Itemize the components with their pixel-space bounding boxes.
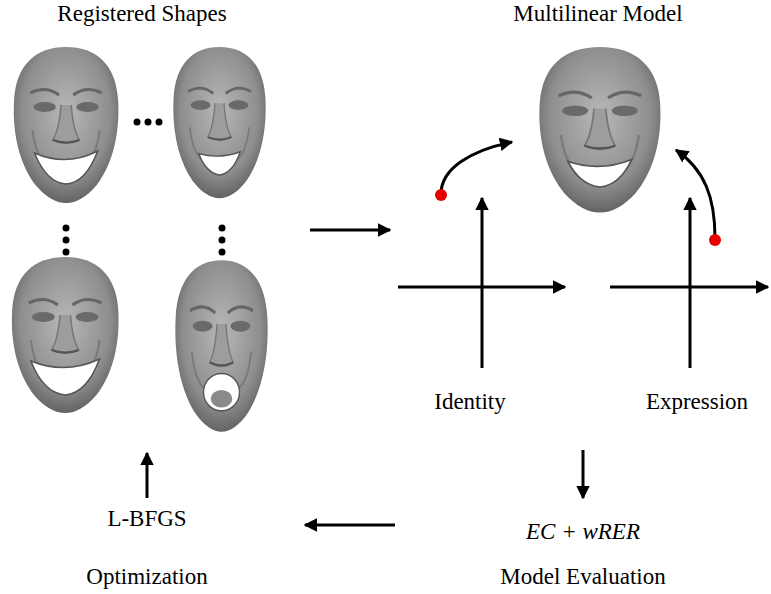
diagram-node: Registered Shapes xyxy=(0,0,300,448)
axis-label: Expression xyxy=(646,388,748,416)
node-text: Optimization xyxy=(86,563,207,591)
diagram-node: EC + wRER Model Evaluation xyxy=(400,500,771,594)
face-mesh xyxy=(175,260,267,432)
node-heading: EC + wRER xyxy=(526,518,640,546)
node-heading: Multilinear Model xyxy=(513,0,682,28)
flow-arrow xyxy=(146,453,149,498)
axis-label: Identity xyxy=(434,388,506,416)
node-heading: L-BFGS xyxy=(107,505,186,533)
flow-arrow xyxy=(305,524,395,527)
axes xyxy=(398,142,768,368)
face-mesh xyxy=(173,47,265,198)
coefficient-dot xyxy=(435,189,721,246)
diagram-node: L-BFGS Optimization xyxy=(0,500,295,594)
model-face xyxy=(539,47,660,212)
node-text: Model Evaluation xyxy=(500,563,665,591)
diagram-node: Multilinear Model xyxy=(395,0,771,445)
face-mesh xyxy=(12,257,119,413)
ellipsis-dots xyxy=(63,119,226,256)
flow-arrow xyxy=(310,229,390,232)
face-mesh xyxy=(14,47,119,203)
flow-arrow xyxy=(582,450,585,498)
node-heading: Registered Shapes xyxy=(57,0,226,28)
